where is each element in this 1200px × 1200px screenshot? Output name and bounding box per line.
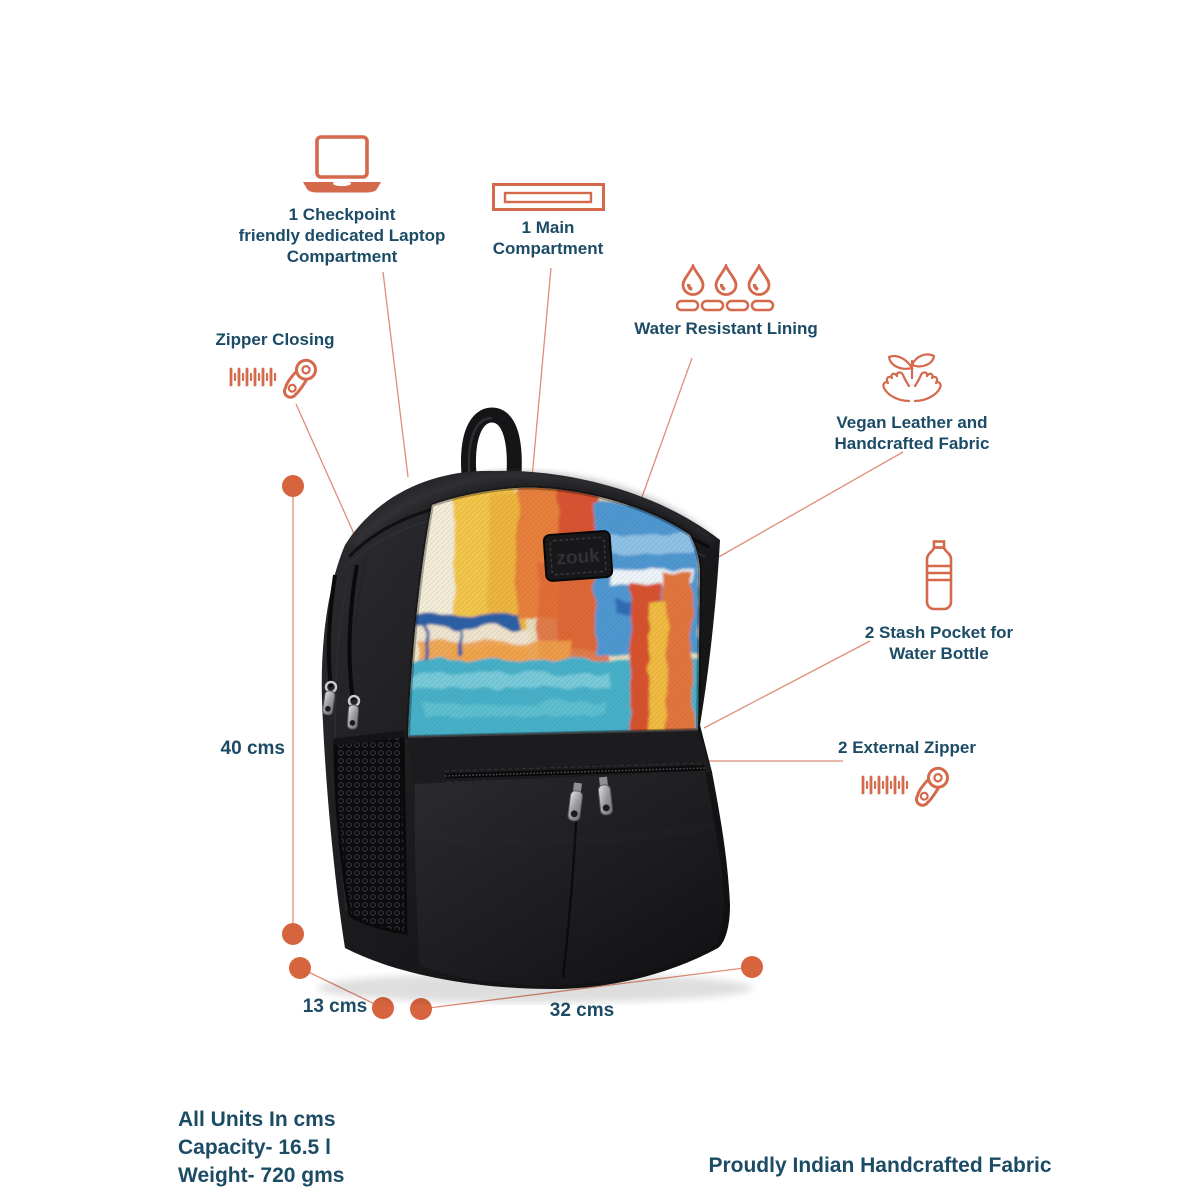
spec-weight: Weight- 720 gms [178,1163,345,1187]
feature-laptop-compartment: 1 Checkpoint friendly dedicated Laptop C… [222,134,462,267]
depth-dimension-label: 13 cms [302,996,368,1017]
side-zipper-pulls [322,564,361,730]
feature-vegan-leather: Vegan Leather and Handcrafted Fabric [812,352,1012,454]
zipper-icon [229,358,317,399]
dimension-dot [372,997,394,1019]
feature-label: Zipper Closing [215,330,335,349]
dimension-dot [289,957,311,979]
zipper-icon [861,766,949,807]
vegan-callout-line [693,451,904,572]
brand-logo-text: zouk [556,545,601,569]
feature-label: 2 External Zipper [838,738,976,757]
feature-water-resistant: Water Resistant Lining [606,264,846,339]
feature-stash-pocket: 2 Stash Pocket for Water Bottle [839,540,1039,664]
water-bottle-icon [925,540,953,611]
dimension-dot [282,923,304,945]
spec-units: All Units In cms [178,1108,336,1131]
tagline: Proudly Indian Handcrafted Fabric [708,1154,1052,1177]
laptop-callout-line [382,271,409,478]
spec-capacity: Capacity- 16.5 l [178,1135,331,1159]
feature-main-compartment: 1 Main Compartment [468,183,628,259]
backpack-handle [461,407,522,495]
feature-label: 2 Stash Pocket for Water Bottle [864,623,1014,664]
spec-block: All Units In cms Capacity- 16.5 l Weight… [178,1106,344,1190]
front-zipper-pulls [567,776,613,822]
main-compartment-icon [491,183,605,211]
feature-label: 1 Checkpoint friendly dedicated Laptop C… [238,205,446,267]
dimension-dot [410,998,432,1020]
feature-label: Vegan Leather and Handcrafted Fabric [834,413,990,454]
width-dimension-label: 32 cms [549,1000,615,1021]
feature-label: 1 Main Compartment [492,218,604,259]
side-mesh-pocket [333,730,408,935]
stash-callout-line [703,640,871,729]
dimension-dot [741,956,763,978]
height-dimension-label: 40 cms [220,738,285,759]
backpack-photo: zouk [317,407,753,1003]
feature-zipper-closing: Zipper Closing [175,329,375,406]
water-drops-icon [676,264,775,312]
brand-patch: zouk [542,530,614,582]
main-callout-line [531,267,552,479]
feature-external-zipper: 2 External Zipper [807,737,1007,814]
dimension-dot [282,475,304,497]
feature-label: Water Resistant Lining [634,319,818,338]
fabric-print-panel [405,485,703,740]
vegan-hands-icon [882,353,942,403]
water-callout-line [641,357,693,498]
laptop-icon [303,135,381,193]
